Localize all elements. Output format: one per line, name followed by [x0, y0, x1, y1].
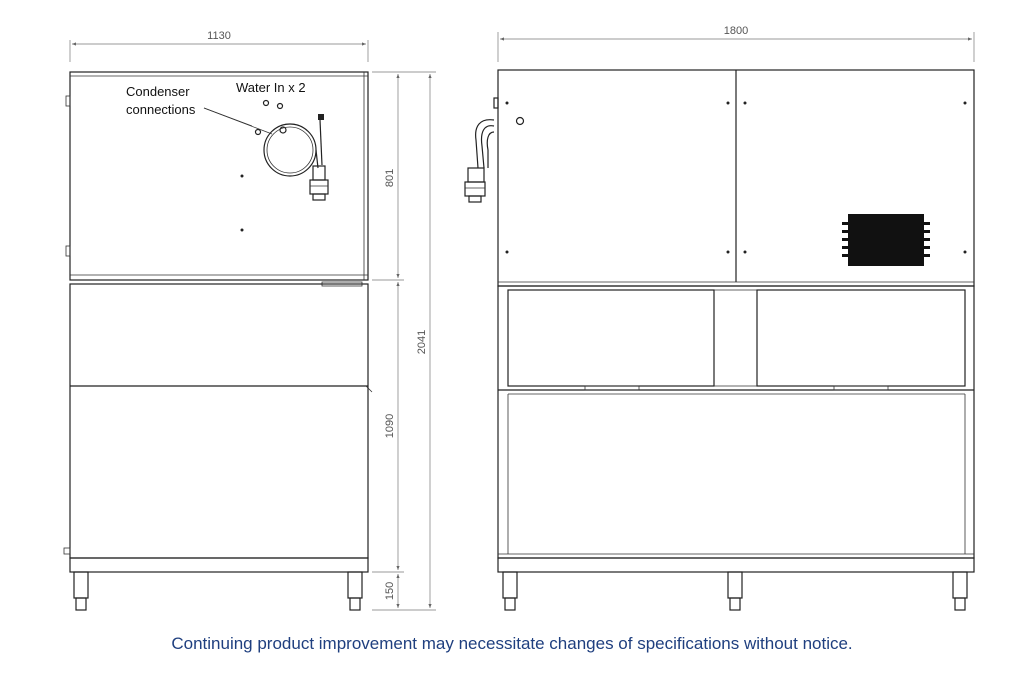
dim-front-width: 1130 — [207, 30, 231, 42]
footer-note: Continuing product improvement may neces… — [171, 634, 853, 653]
front-view: 1130 Condenser connecti — [63, 30, 436, 611]
dim-lower-height: 1090 — [384, 414, 396, 438]
dim-total-height: 2041 — [416, 330, 428, 354]
label-condenser: Condenser — [126, 84, 190, 99]
bin-door-left — [507, 289, 715, 387]
dim-upper-height: 801 — [384, 169, 396, 187]
label-water-in: Water In x 2 — [236, 80, 306, 95]
front-base — [69, 557, 369, 573]
side-lower-cabinet — [497, 285, 975, 559]
power-cable — [464, 97, 499, 203]
condenser-connections — [254, 99, 329, 201]
label-connections: connections — [126, 102, 196, 117]
vent-grille — [842, 214, 930, 266]
dim-side-width: 1800 — [724, 25, 748, 37]
front-upper-cabinet — [69, 71, 369, 281]
side-base — [497, 557, 975, 573]
bin-door-right — [756, 289, 966, 387]
dim-leg-height: 150 — [384, 582, 396, 600]
front-lower-cabinet — [69, 283, 369, 559]
side-view: 1800 — [464, 25, 975, 611]
